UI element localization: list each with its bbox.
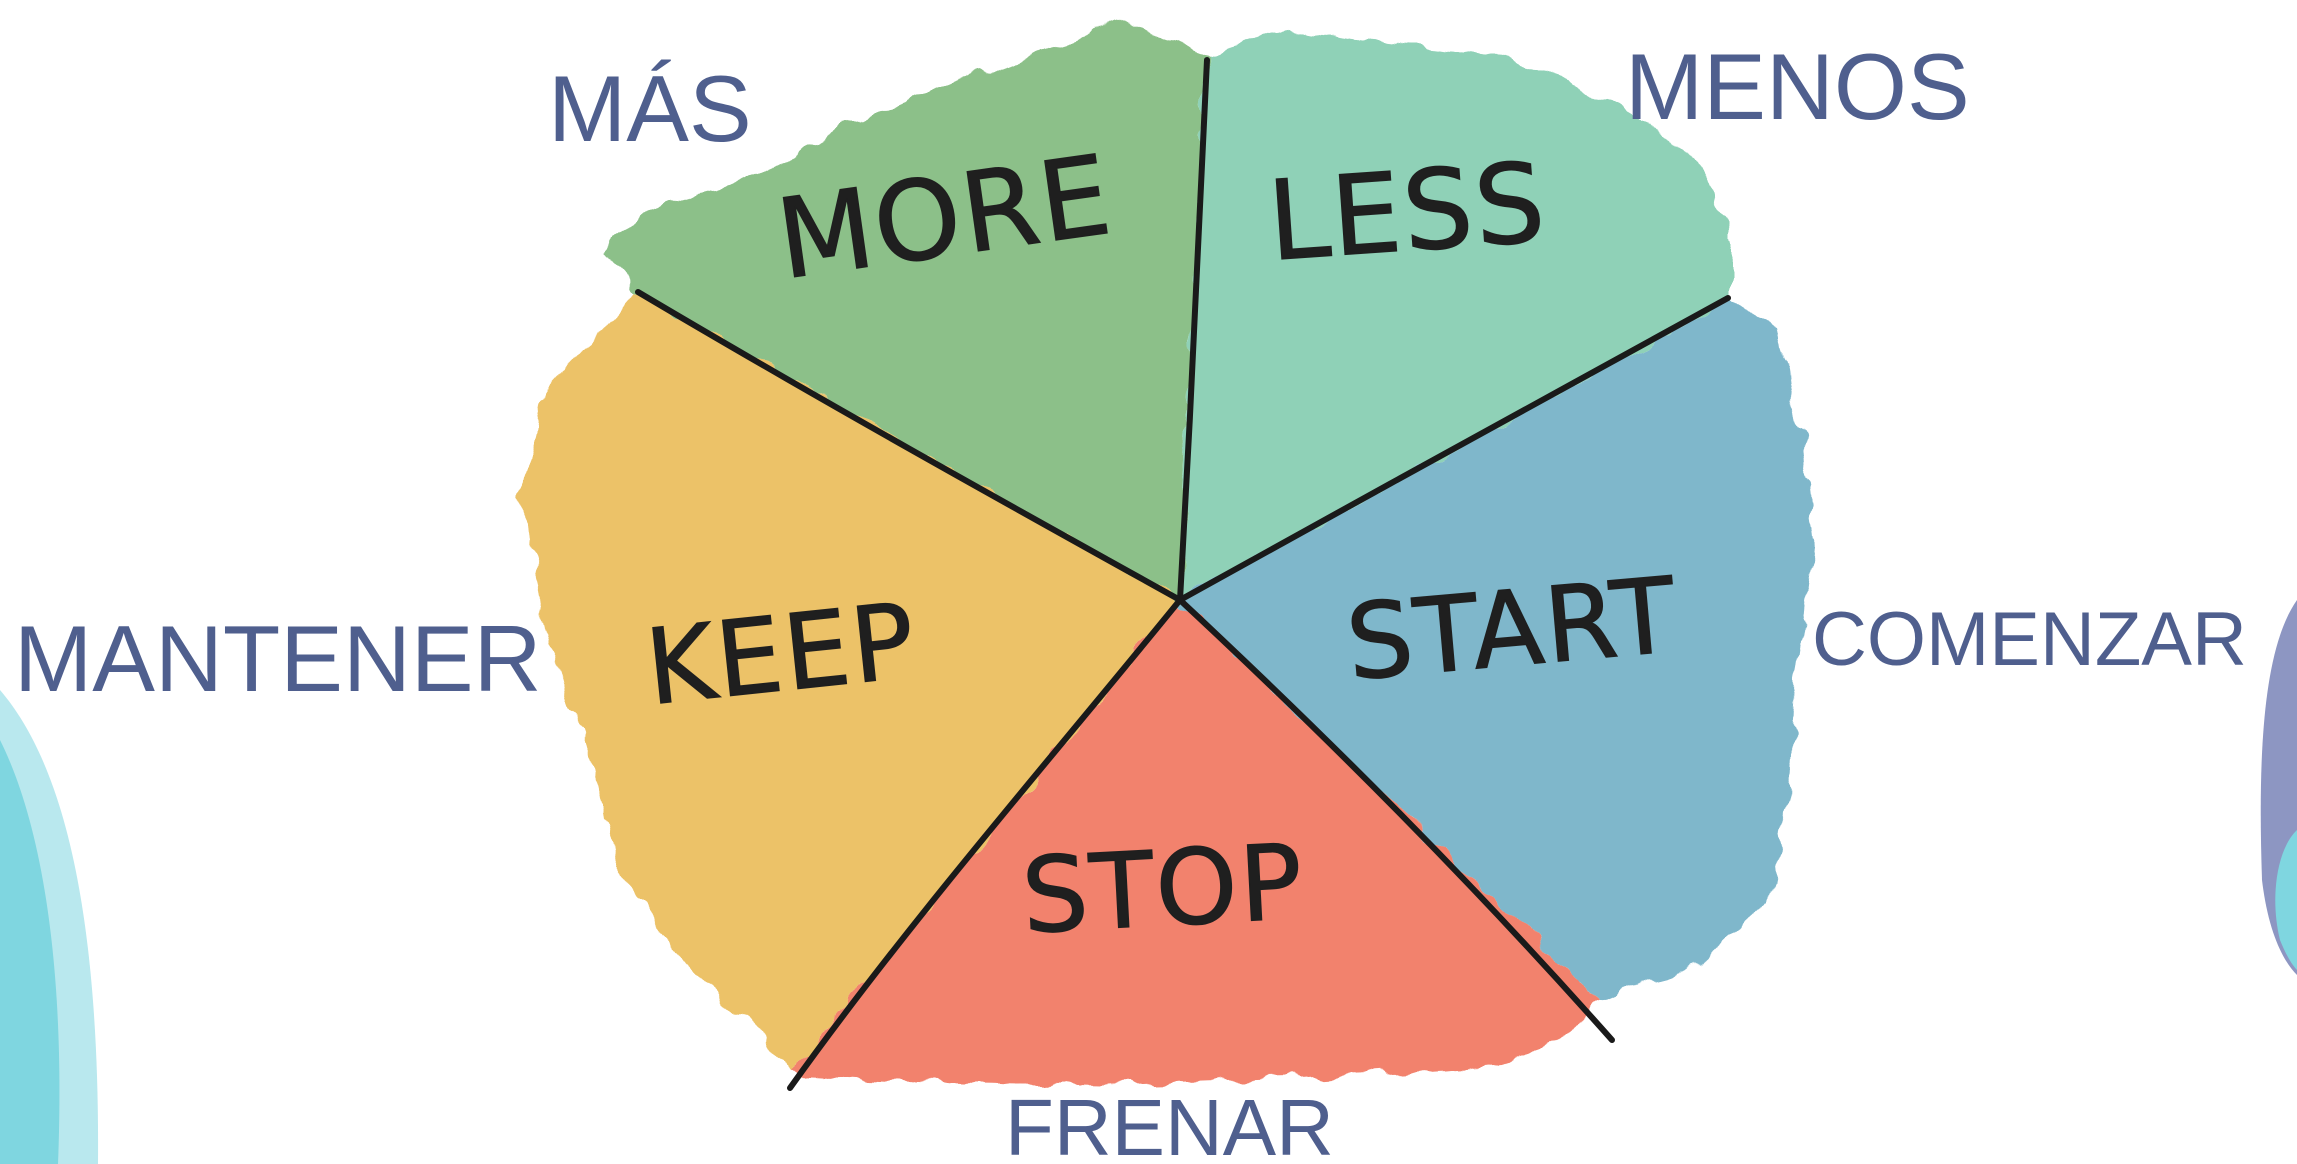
segment-dividers xyxy=(635,57,1731,1091)
segment-less xyxy=(1180,30,1730,600)
segment-less-title: LESS xyxy=(1264,139,1551,286)
watercolor-segments xyxy=(520,20,1815,1085)
label-comenzar: COMENZAR xyxy=(1812,597,2247,682)
segment-start-title: START xyxy=(1342,554,1682,704)
label-mantener: MANTENER xyxy=(14,606,542,711)
divider-line xyxy=(1177,597,1615,1043)
segment-stop xyxy=(790,600,1600,1085)
segment-keep-title: KEEP xyxy=(640,579,922,729)
divider-line xyxy=(1177,57,1210,603)
label-mas: MÁS xyxy=(548,56,752,161)
divider-line xyxy=(635,289,1183,603)
segment-more xyxy=(605,20,1205,600)
segment-start xyxy=(1180,300,1815,1000)
segment-stop-title: STOP xyxy=(1019,821,1307,958)
divider-line xyxy=(787,597,1183,1091)
label-frenar: FRENAR xyxy=(1005,1083,1334,1164)
divider-line xyxy=(1177,295,1731,603)
segment-headings: MORE LESS KEEP START STOP xyxy=(640,130,1683,958)
segment-keep xyxy=(520,290,1180,1075)
label-menos: MENOS xyxy=(1625,34,1970,139)
